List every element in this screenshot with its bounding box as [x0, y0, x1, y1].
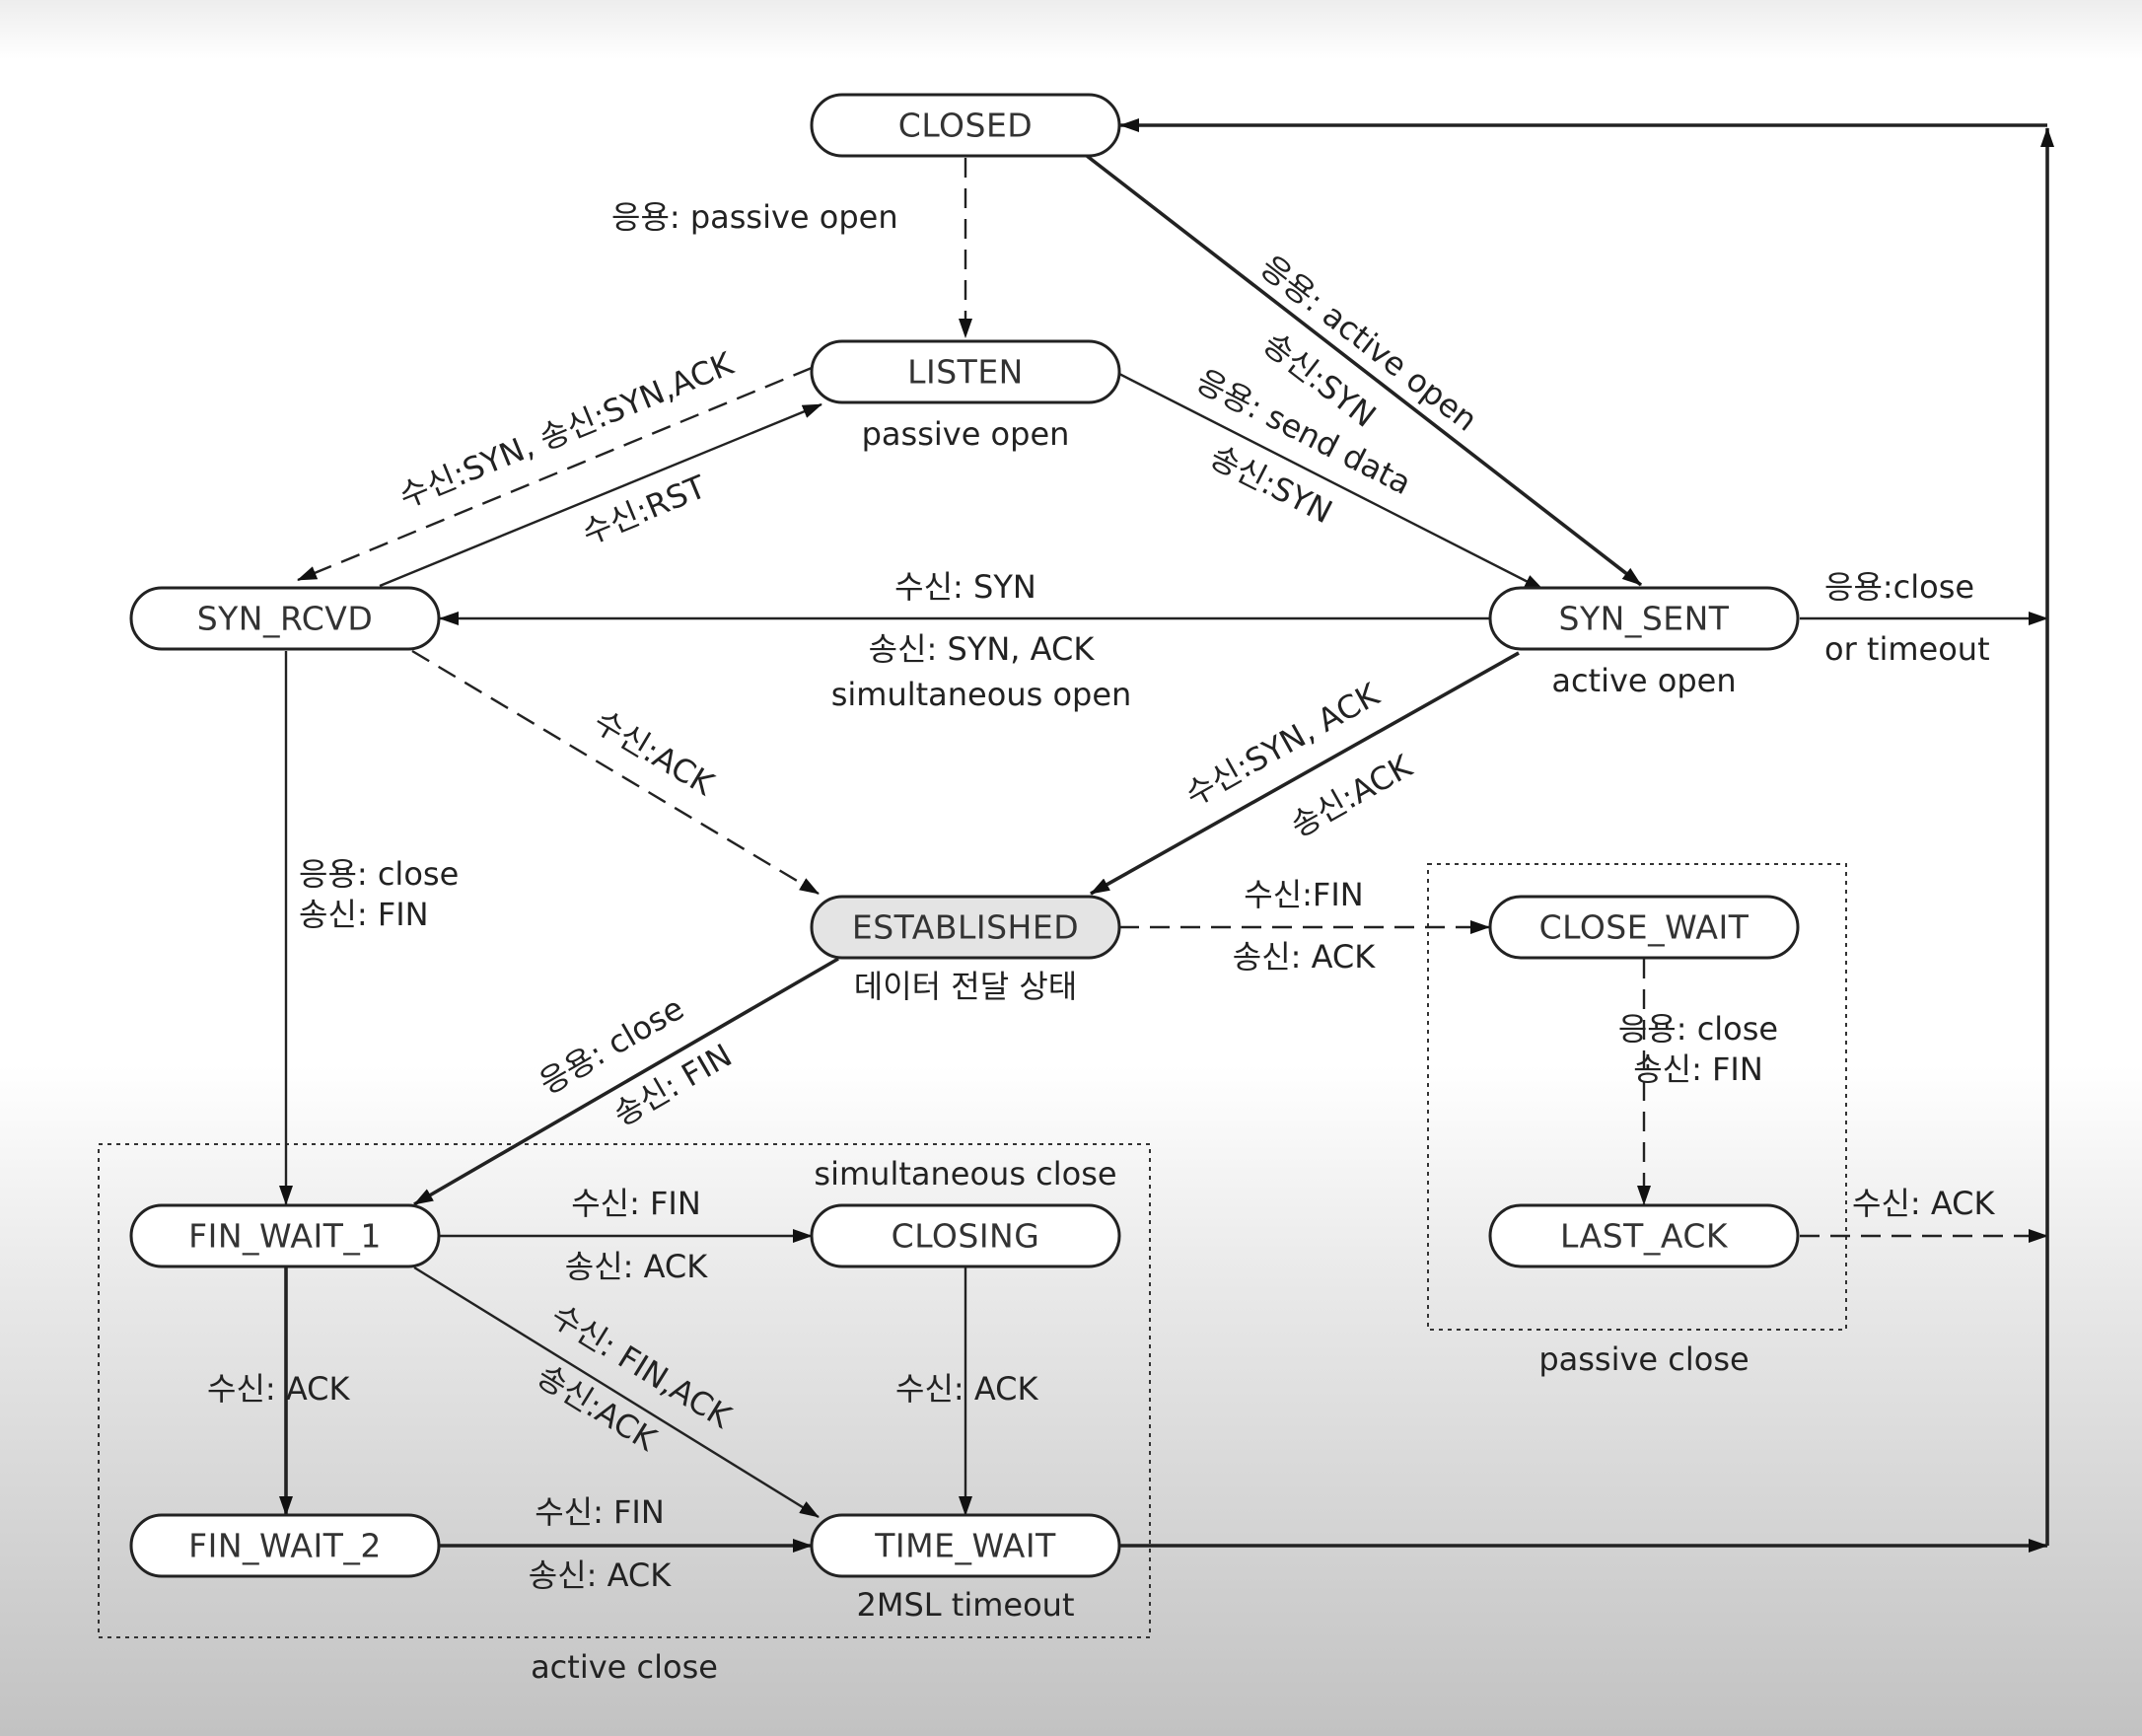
- state-syn-rcvd-label: SYN_RCVD: [197, 600, 374, 638]
- caption-simultaneous-close: simultaneous close: [814, 1155, 1116, 1193]
- label-finwait1-closing-1: 수신: FIN: [571, 1185, 701, 1222]
- label-finwait1-closing-2: 송신: ACK: [565, 1248, 709, 1285]
- label-synsent-closed-1: 응용:close: [1824, 568, 1974, 606]
- label-finwait2-timewait-2: 송신: ACK: [529, 1556, 673, 1594]
- label-synrcvd-finwait1-2: 송신: FIN: [299, 896, 429, 933]
- label-synrcvd-listen: 수신:RST: [577, 468, 712, 552]
- transition-edges: [279, 118, 2054, 1553]
- caption-syn-sent: active open: [1551, 662, 1736, 699]
- edge-synrcvd-listen: [379, 402, 822, 588]
- state-listen: LISTEN: [810, 339, 1121, 404]
- state-time-wait: TIME_WAIT: [810, 1513, 1121, 1578]
- active-close-group: [98, 1143, 1151, 1638]
- label-synsent-closed-2: or timeout: [1824, 630, 1990, 668]
- label-synrcvd-established: 수신:ACK: [588, 702, 722, 803]
- caption-passive-close: passive close: [1538, 1340, 1749, 1378]
- passive-close-group: [1427, 863, 1847, 1331]
- caption-time-wait: 2MSL timeout: [857, 1586, 1075, 1624]
- edge-synrcvd-established: [411, 649, 820, 896]
- state-close-wait-label: CLOSE_WAIT: [1539, 908, 1749, 947]
- label-finwait1-finwait2: 수신: ACK: [207, 1370, 351, 1408]
- label-established-closewait-1: 수신:FIN: [1244, 876, 1363, 913]
- label-synsent-established-2: 송신:ACK: [1284, 747, 1419, 844]
- state-established: ESTABLISHED: [810, 895, 1121, 960]
- state-syn-sent: SYN_SENT: [1488, 586, 1800, 651]
- state-fin-wait-1: FIN_WAIT_1: [129, 1203, 441, 1268]
- state-listen-label: LISTEN: [907, 353, 1024, 392]
- state-fin-wait-1-label: FIN_WAIT_1: [188, 1217, 382, 1256]
- state-close-wait: CLOSE_WAIT: [1488, 895, 1800, 960]
- caption-established: 데이터 전달 상태: [854, 968, 1077, 1005]
- state-time-wait-label: TIME_WAIT: [874, 1527, 1056, 1565]
- state-syn-rcvd: SYN_RCVD: [129, 586, 441, 651]
- edge-listen-synrcvd: [297, 366, 813, 582]
- caption-active-close: active close: [531, 1648, 718, 1686]
- state-established-label: ESTABLISHED: [852, 908, 1079, 947]
- state-closed: CLOSED: [810, 93, 1121, 158]
- label-synsent-synrcvd-3: simultaneous open: [831, 676, 1132, 713]
- state-fin-wait-2-label: FIN_WAIT_2: [188, 1527, 382, 1565]
- state-closing: CLOSING: [810, 1203, 1121, 1268]
- label-closewait-lastack-1: 응용: close: [1618, 1010, 1778, 1048]
- state-closed-label: CLOSED: [898, 107, 1033, 145]
- edge-listen-synsent: [1116, 371, 1544, 592]
- caption-listen: passive open: [862, 415, 1070, 453]
- state-last-ack-label: LAST_ACK: [1560, 1217, 1729, 1256]
- label-closed-listen: 응용: passive open: [611, 198, 898, 236]
- label-finwait2-timewait-1: 수신: FIN: [535, 1493, 665, 1531]
- edge-finwait1-timewait: [413, 1266, 820, 1519]
- label-synsent-synrcvd-2: 송신: SYN, ACK: [869, 630, 1096, 668]
- edge-established-finwait1: [413, 957, 839, 1206]
- captions: passive open active open 데이터 전달 상태 2MSL …: [531, 415, 1749, 1686]
- label-established-closewait-2: 송신: ACK: [1233, 938, 1377, 976]
- state-last-ack: LAST_ACK: [1488, 1203, 1800, 1268]
- label-closewait-lastack-2: 송신: FIN: [1633, 1050, 1763, 1088]
- edge-closed-synsent: [1085, 154, 1643, 587]
- label-closing-timewait: 수신: ACK: [895, 1370, 1039, 1408]
- state-syn-sent-label: SYN_SENT: [1559, 600, 1730, 638]
- label-synrcvd-finwait1-1: 응용: close: [299, 855, 459, 893]
- label-synsent-synrcvd-1: 수신: SYN: [894, 568, 1036, 606]
- edge-synsent-established: [1090, 651, 1520, 896]
- label-lastack-closed: 수신: ACK: [1852, 1185, 1996, 1222]
- state-closing-label: CLOSING: [892, 1217, 1040, 1256]
- state-fin-wait-2: FIN_WAIT_2: [129, 1513, 441, 1578]
